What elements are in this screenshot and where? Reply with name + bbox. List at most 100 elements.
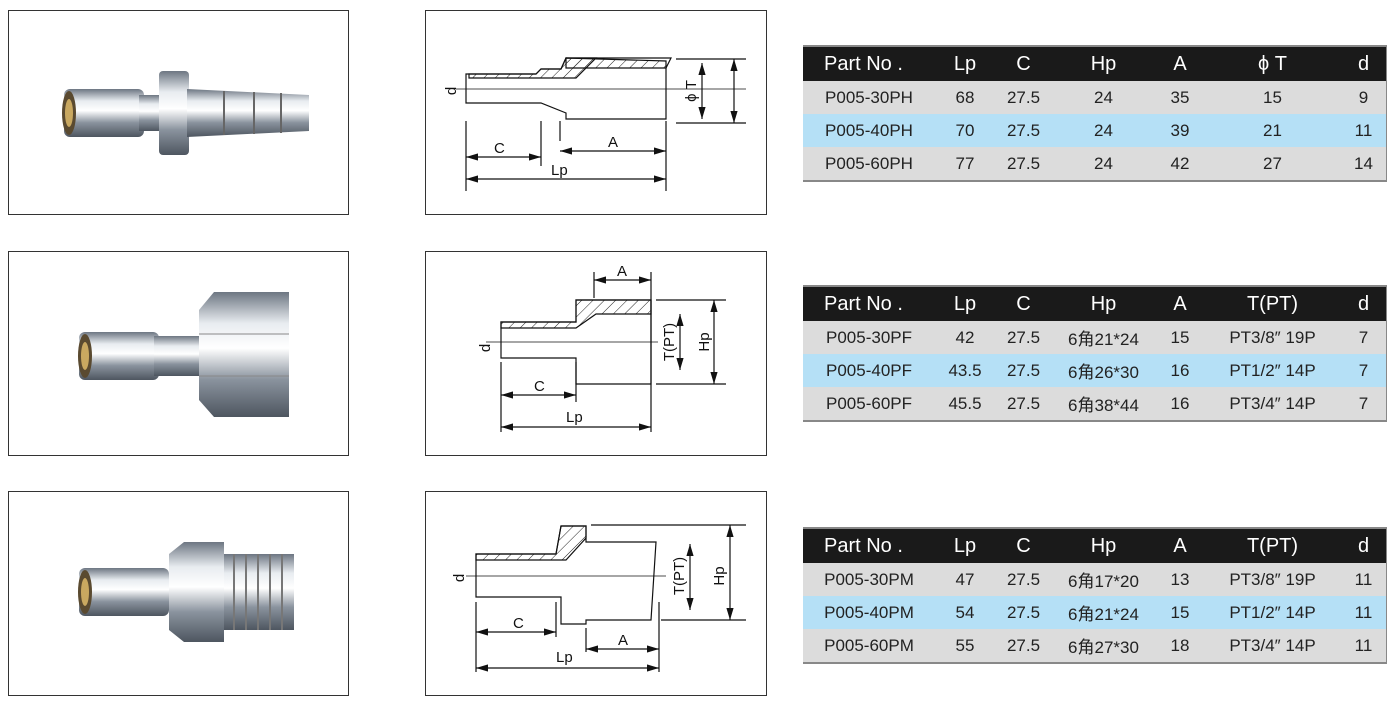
- table-cell: 24: [1094, 87, 1113, 107]
- male-thread-plug-image: [78, 542, 294, 642]
- table-cell: 6角38*44: [1068, 396, 1139, 415]
- column-header: Hp: [1090, 292, 1117, 315]
- hose-barb-plug-image: [62, 71, 309, 155]
- dim-d: d: [451, 574, 468, 582]
- table-cell: 6角21*24: [1068, 605, 1139, 624]
- dim-hp: Hp: [711, 566, 728, 585]
- table-row: P005-40PM 54 27.5 6角21*24 15 PT1/2″ 14P 11: [803, 596, 1386, 629]
- table-cell: P005-40PF: [826, 360, 912, 380]
- table-cell: 13: [1170, 569, 1190, 589]
- table-cell: 39: [1170, 120, 1190, 140]
- table-cell: P005-30PH: [825, 87, 913, 107]
- table-cell: 9: [1358, 87, 1369, 107]
- product-photo-pf: [8, 251, 349, 456]
- column-header: Part No .: [824, 292, 903, 315]
- table-cell: 45.5: [948, 393, 982, 413]
- table-cell: 54: [955, 602, 975, 622]
- table-cell: 24: [1094, 153, 1113, 173]
- dim-t: T(PT): [671, 557, 688, 595]
- table-cell: 11: [1354, 120, 1373, 140]
- table-cell: 27.5: [1006, 393, 1041, 413]
- column-header: C: [1016, 52, 1031, 75]
- dim-lp: Lp: [556, 649, 573, 666]
- table-cell: 27.5: [1006, 153, 1041, 173]
- table-cell: PT3/8″ 19P: [1229, 327, 1316, 347]
- table-cell: 43.5: [948, 360, 982, 380]
- table-cell: PT3/4″ 14P: [1229, 393, 1316, 413]
- column-header: A: [1173, 534, 1187, 557]
- dim-c: C: [494, 140, 505, 157]
- technical-drawing-ph: d C A Lp ϕ T: [425, 10, 767, 215]
- column-header: C: [1016, 534, 1031, 557]
- table-cell: P005-40PH: [825, 120, 913, 140]
- table-cell: PT1/2″ 14P: [1229, 602, 1316, 622]
- table-cell: 15: [1170, 327, 1190, 347]
- technical-drawing-pm: d C A Lp T(PT) Hp: [425, 491, 767, 696]
- dim-hp: Hp: [696, 332, 713, 351]
- table-cell: 27.5: [1006, 360, 1041, 380]
- table-cell: 27: [1263, 153, 1282, 173]
- table-cell: 7: [1358, 393, 1369, 413]
- table-cell: 21: [1263, 120, 1282, 140]
- table-cell: 24: [1094, 120, 1113, 140]
- table-cell: P005-60PM: [824, 635, 914, 655]
- column-header: C: [1016, 292, 1031, 315]
- female-thread-plug-image: [78, 292, 289, 417]
- dim-a: A: [618, 632, 628, 649]
- column-header: A: [1173, 52, 1187, 75]
- table-cell: P005-60PF: [826, 393, 912, 413]
- table-cell: 27.5: [1006, 569, 1041, 589]
- table-cell: 68: [955, 87, 975, 107]
- dim-t: ϕ T: [683, 80, 700, 102]
- dim-a: A: [608, 134, 618, 151]
- table-cell: 77: [955, 153, 975, 173]
- table-cell: 16: [1170, 393, 1190, 413]
- table-cell: 42: [955, 327, 975, 347]
- dim-d: d: [477, 344, 494, 352]
- dim-lp: Lp: [566, 409, 583, 426]
- column-header: Lp: [953, 292, 977, 315]
- table-row: P005-40PF 43.5 27.5 6角26*30 16 PT1/2″ 14P 7: [803, 354, 1386, 387]
- table-cell: 16: [1170, 360, 1190, 380]
- table-cell: 27.5: [1006, 635, 1041, 655]
- table-cell: 47: [955, 569, 975, 589]
- dim-c: C: [534, 378, 545, 395]
- column-header: Hp: [1090, 52, 1117, 75]
- column-header: d: [1357, 534, 1370, 557]
- table-cell: 70: [955, 120, 975, 140]
- table-cell: 6角26*30: [1068, 363, 1139, 382]
- table-cell: 55: [955, 635, 975, 655]
- table-cell: P005-40PM: [824, 602, 914, 622]
- column-header: Hp: [1090, 534, 1117, 557]
- table-cell: 27.5: [1006, 602, 1041, 622]
- table-cell: 11: [1354, 602, 1373, 622]
- column-header: T(PT): [1246, 534, 1299, 557]
- table-cell: PT3/4″ 14P: [1229, 635, 1316, 655]
- table-cell: 15: [1170, 602, 1190, 622]
- technical-drawing-pf: d C A Lp T(PT) Hp: [425, 251, 767, 456]
- table-cell: PT1/2″ 14P: [1229, 360, 1316, 380]
- table-cell: 6角27*30: [1068, 638, 1139, 657]
- table-cell: 6角17*20: [1068, 572, 1139, 591]
- table-cell: 6角21*24: [1068, 330, 1139, 349]
- column-header: ϕ T: [1258, 52, 1287, 75]
- table-cell: 15: [1263, 87, 1282, 107]
- dim-c: C: [513, 615, 524, 632]
- table-row: P005-40PH 70 27.5 24 39 21 11: [803, 114, 1386, 147]
- column-header: A: [1173, 292, 1187, 315]
- table-cell: P005-30PF: [826, 327, 912, 347]
- table-cell: P005-30PM: [824, 569, 914, 589]
- table-cell: 27.5: [1006, 120, 1041, 140]
- column-header: Lp: [953, 534, 977, 557]
- table-cell: 7: [1358, 360, 1369, 380]
